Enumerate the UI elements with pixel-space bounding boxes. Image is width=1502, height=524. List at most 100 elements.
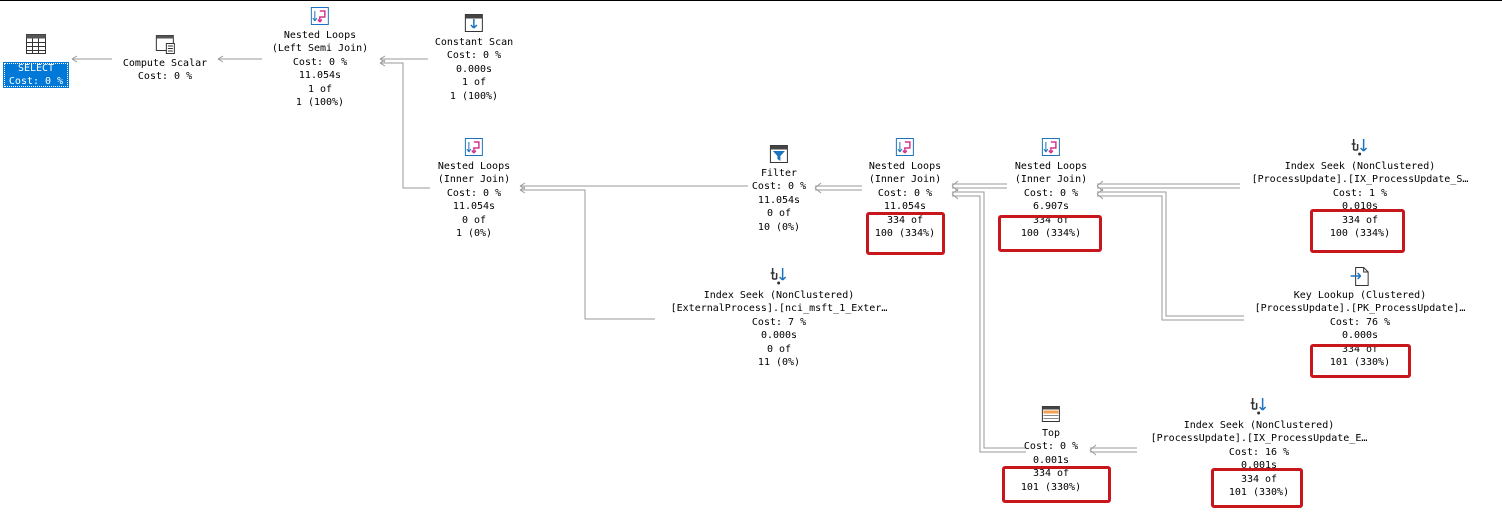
node-nested-loops-inner-3[interactable]: Nested Loops (Inner Join) Cost: 0 % 6.90…	[1015, 136, 1087, 240]
top-title: Top	[1041, 428, 1061, 439]
nested-loops-icon	[465, 138, 483, 156]
node-compute-scalar[interactable]: Compute Scalar Cost: 0 %	[123, 33, 207, 84]
filter-est: 10 (0%)	[757, 221, 801, 233]
index-seek-e-title: Index Seek (NonClustered)	[1183, 420, 1335, 431]
edge-seeke-to-top	[1090, 447, 1137, 453]
key-lookup-icon	[1351, 267, 1369, 286]
node-nested-loops-inner-1[interactable]: Nested Loops (Inner Join) Cost: 0 % 11.0…	[438, 136, 510, 240]
index-seek-ext-title: Index Seek (NonClustered)	[703, 290, 855, 301]
nl-inner-1-title: Nested Loops	[437, 161, 511, 172]
constant-scan-icon	[465, 14, 483, 32]
edge-nlinner1-to-nlsemi	[380, 62, 430, 189]
edge-nlinner3-to-nlinner2	[952, 183, 1007, 189]
nl-inner-1-rows: 0 of	[461, 214, 487, 226]
highlight-box-key-lookup	[1310, 344, 1411, 378]
node-nested-loops-left-semi[interactable]: Nested Loops (Left Semi Join) Cost: 0 % …	[272, 5, 368, 109]
node-select[interactable]	[25, 33, 47, 57]
nl-inner-3-subtitle: (Inner Join)	[1014, 174, 1088, 186]
select-grid-icon	[26, 34, 46, 54]
filter-time: 11.054s	[757, 194, 801, 206]
index-seek-s-object: [ProcessUpdate].[IX_ProcessUpdate_S…	[1251, 174, 1469, 186]
highlight-box-index-seek-s	[1310, 209, 1405, 253]
node-filter[interactable]: Filter Cost: 0 % 11.054s 0 of 10 (0%)	[752, 143, 806, 234]
edge-keylookup-to-nlinner3	[1097, 191, 1244, 321]
index-seek-ext-object: [ExternalProcess].[nci_msft_1_Exter…	[670, 303, 888, 315]
key-lookup-title: Key Lookup (Clustered)	[1293, 290, 1427, 301]
nested-loops-icon	[1042, 138, 1060, 156]
node-index-seek-s[interactable]: Index Seek (NonClustered) [ProcessUpdate…	[1251, 136, 1469, 240]
nl-inner-3-time: 6.907s	[1032, 201, 1070, 213]
top-rows: 334 of	[1032, 468, 1070, 480]
node-nested-loops-inner-2[interactable]: Nested Loops (Inner Join) Cost: 0 % 11.0…	[869, 136, 941, 240]
index-seek-e-cost: Cost: 16 %	[1228, 446, 1290, 458]
nl-semi-cost: Cost: 0 %	[292, 56, 348, 68]
constant-scan-est: 1 (100%)	[449, 90, 499, 102]
top-est: 101 (330%)	[1020, 481, 1082, 493]
index-seek-s-title: Index Seek (NonClustered)	[1284, 161, 1436, 172]
highlight-box-index-seek-e	[1211, 468, 1303, 508]
key-lookup-rows: 334 of	[1341, 343, 1379, 355]
nl-inner-2-cost: Cost: 0 %	[877, 187, 933, 199]
nl-semi-time: 11.054s	[298, 70, 342, 82]
index-seek-e-est: 101 (330%)	[1228, 487, 1290, 499]
node-index-seek-external[interactable]: Index Seek (NonClustered) [ExternalProce…	[670, 265, 888, 369]
index-seek-icon	[1352, 139, 1368, 156]
top-operator-icon	[1042, 406, 1060, 422]
compute-scalar-cost: Cost: 0 %	[137, 71, 193, 83]
nested-loops-icon	[896, 138, 914, 156]
node-constant-scan[interactable]: Constant Scan Cost: 0 % 0.000s 1 of 1 (1…	[435, 12, 513, 103]
constant-scan-title: Constant Scan	[434, 37, 514, 48]
nl-inner-3-est: 100 (334%)	[1020, 228, 1082, 240]
index-seek-ext-est: 11 (0%)	[757, 357, 801, 369]
index-seek-ext-cost: Cost: 7 %	[751, 316, 807, 328]
nl-inner-2-title: Nested Loops	[868, 161, 942, 172]
node-top[interactable]: Top Cost: 0 % 0.001s 334 of 101 (330%)	[1021, 403, 1081, 494]
constant-scan-rows: 1 of	[461, 77, 487, 89]
nl-inner-1-subtitle: (Inner Join)	[437, 174, 511, 186]
nl-inner-3-rows: 334 of	[1032, 214, 1070, 226]
filter-cost: Cost: 0 %	[751, 181, 807, 193]
nl-inner-3-cost: Cost: 0 %	[1023, 187, 1079, 199]
select-cost: Cost: 0 %	[8, 76, 64, 87]
top-time: 0.001s	[1032, 454, 1070, 466]
nl-inner-1-time: 11.054s	[452, 201, 496, 213]
filter-funnel-icon	[770, 145, 788, 163]
key-lookup-cost: Cost: 76 %	[1329, 316, 1391, 328]
nl-inner-2-est: 100 (334%)	[874, 228, 936, 240]
node-key-lookup[interactable]: Key Lookup (Clustered) [ProcessUpdate].[…	[1255, 265, 1465, 369]
nl-inner-2-subtitle: (Inner Join)	[868, 174, 942, 186]
edge-seekext-to-nlinner1	[520, 189, 655, 320]
index-seek-s-rows: 334 of	[1341, 214, 1379, 226]
nl-semi-rows: 1 of	[307, 83, 333, 95]
index-seek-s-time: 0.010s	[1341, 201, 1379, 213]
index-seek-icon	[771, 268, 787, 285]
index-seek-ext-time: 0.000s	[760, 330, 798, 342]
index-seek-e-time: 0.001s	[1240, 460, 1278, 472]
nl-inner-3-title: Nested Loops	[1014, 161, 1088, 172]
top-cost: Cost: 0 %	[1023, 441, 1079, 453]
filter-rows: 0 of	[766, 208, 792, 220]
select-title: SELECT	[17, 63, 55, 74]
node-index-seek-e[interactable]: Index Seek (NonClustered) [ProcessUpdate…	[1150, 395, 1368, 499]
highlight-box-nl-inner-2	[866, 212, 945, 255]
constant-scan-cost: Cost: 0 %	[446, 50, 502, 62]
index-seek-s-est: 100 (334%)	[1329, 228, 1391, 240]
index-seek-e-rows: 334 of	[1240, 473, 1278, 485]
nl-inner-1-est: 1 (0%)	[455, 228, 493, 240]
index-seek-icon	[1251, 398, 1267, 415]
edge-seeks-to-nlinner3	[1097, 183, 1240, 189]
index-seek-s-cost: Cost: 1 %	[1332, 187, 1388, 199]
nl-inner-2-time: 11.054s	[883, 201, 927, 213]
select-node-label[interactable]: SELECT Cost: 0 %	[3, 62, 69, 88]
edge-top-to-nlinner2	[952, 191, 1026, 453]
index-seek-e-object: [ProcessUpdate].[IX_ProcessUpdate_E…	[1150, 433, 1368, 445]
filter-title: Filter	[760, 168, 798, 179]
highlight-box-top	[1002, 466, 1111, 503]
nl-inner-1-cost: Cost: 0 %	[446, 187, 502, 199]
nl-inner-2-rows: 334 of	[886, 214, 924, 226]
compute-scalar-icon	[155, 35, 175, 54]
nested-loops-icon	[310, 7, 329, 25]
top-border	[0, 0, 1502, 1]
